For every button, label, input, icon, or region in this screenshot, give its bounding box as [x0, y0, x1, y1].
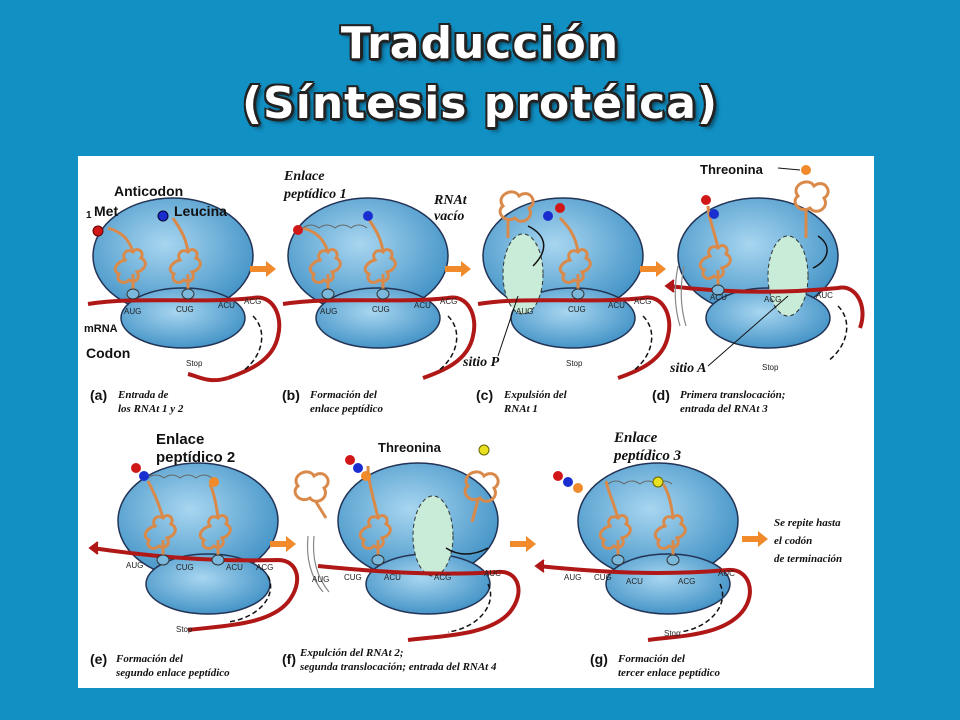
- panel-g-caption-1: Formación del: [617, 653, 686, 665]
- codon-aug-f: AUG: [312, 575, 329, 584]
- label-sitio-a: sitio A: [669, 361, 706, 376]
- panel-f: Threonina AUG CUG ACU ACG AUC (f) Expulc…: [282, 440, 521, 673]
- label-enlace-3: Enlace: [613, 430, 658, 446]
- codon-aug-e: AUG: [126, 561, 143, 570]
- stop-d: Stop: [762, 363, 779, 372]
- label-enlace-1: Enlace: [283, 169, 324, 184]
- panel-c-caption-1: Expulsión del: [503, 389, 568, 401]
- codon-acu-d: ACU: [710, 293, 727, 302]
- label-peptidico-2: peptídico 2: [156, 449, 235, 466]
- panel-e-caption-2: segundo enlace peptídico: [115, 667, 230, 679]
- arrow-repeat-icon: [742, 531, 768, 547]
- panel-a-caption-1: Entrada de: [117, 389, 169, 401]
- codon-acu-f: ACU: [384, 573, 401, 582]
- arrow-c-d-icon: [640, 261, 666, 277]
- panel-d-caption-2: entrada del RNAt 3: [680, 403, 768, 415]
- panel-c-caption-2: RNAt 1: [503, 403, 538, 415]
- panel-b-caption-2: enlace peptídico: [310, 403, 384, 415]
- label-met: Met: [94, 203, 118, 219]
- panel-f-caption-1: Expulción del RNAt 2;: [299, 647, 404, 659]
- title-line-2: (Síntesis protéica): [241, 78, 719, 129]
- codon-cug-g: CUG: [594, 573, 612, 582]
- arrow-b-c-icon: [445, 261, 471, 277]
- panel-b-letter: (b): [282, 387, 300, 403]
- panel-a: Anticodon Met 1 Leucina mRNA Codon AUG C…: [84, 183, 282, 415]
- panel-d: Threonina sitio A ACU ACG AUC Stop (d) P…: [652, 162, 865, 415]
- diagram-panel: Anticodon Met 1 Leucina mRNA Codon AUG C…: [78, 156, 874, 688]
- codon-acu-b: ACU: [414, 301, 431, 310]
- panel-a-caption-2: los RNAt 1 y 2: [118, 403, 184, 415]
- codon-acg-c: ACG: [634, 297, 651, 306]
- label-peptidico-1: peptídico 1: [283, 187, 347, 202]
- codon-auc-f: AUC: [484, 569, 501, 578]
- arrow-a-b-icon: [250, 261, 276, 277]
- arrow-e-f-icon: [270, 536, 296, 552]
- panel-g-letter: (g): [590, 651, 608, 667]
- title-line-1: Traducción: [340, 18, 620, 69]
- label-peptidico-3: peptídico 3: [612, 448, 682, 464]
- codon-acg-e: ACG: [256, 563, 273, 572]
- panel-e-letter: (e): [90, 651, 107, 667]
- codon-acg-f: ACG: [434, 573, 451, 582]
- label-enlace-2: Enlace: [156, 431, 204, 448]
- panel-a-letter: (a): [90, 387, 107, 403]
- label-num1: 1: [86, 210, 92, 221]
- panel-e: Enlace peptídico 2 AUG CUG ACU ACG Stop …: [88, 431, 299, 679]
- panel-b-caption-1: Formación del: [309, 389, 378, 401]
- arrow-f-g-icon: [510, 536, 536, 552]
- codon-acg-d: ACG: [764, 295, 781, 304]
- codon-aug-g: AUG: [564, 573, 581, 582]
- repeat-line-2: el codón: [774, 535, 812, 547]
- codon-aug-b: AUG: [320, 307, 337, 316]
- stop-e: Stop: [176, 625, 193, 634]
- codon-acg-g: ACG: [678, 577, 695, 586]
- codon-acu-g: ACU: [626, 577, 643, 586]
- panel-c-letter: (c): [476, 387, 493, 403]
- codon-cug-f: CUG: [344, 573, 362, 582]
- codon-cug-e: CUG: [176, 563, 194, 572]
- label-codon: Codon: [86, 345, 130, 361]
- panel-c: RNAt vacío sitio P AUG CUG ACU ACG Stop …: [433, 190, 672, 415]
- panel-g-caption-2: tercer enlace peptídico: [618, 667, 721, 679]
- codon-aug-a: AUG: [124, 307, 141, 316]
- label-threonina-f: Threonina: [378, 440, 442, 455]
- translation-diagram: Anticodon Met 1 Leucina mRNA Codon AUG C…: [84, 162, 865, 679]
- label-sitio-p: sitio P: [462, 355, 500, 370]
- panel-d-letter: (d): [652, 387, 670, 403]
- panel-b: Enlace peptídico 1 AUG CUG ACU ACG (b) F…: [282, 169, 477, 415]
- label-leucina: Leucina: [174, 203, 227, 219]
- panel-f-caption-2: segunda translocación; entrada del RNAt …: [299, 661, 497, 673]
- codon-cug-b: CUG: [372, 305, 390, 314]
- codon-aug-c: AUG: [516, 307, 533, 316]
- label-rnat: RNAt: [433, 193, 468, 208]
- stop-g: Stop: [664, 629, 681, 638]
- panel-d-caption-1: Primera translocación;: [680, 389, 785, 401]
- repeat-line-3: de terminación: [774, 553, 842, 565]
- panel-g: Enlace peptídico 3 AUG CUG ACU ACG AUC S…: [534, 430, 752, 679]
- panel-f-letter: (f): [282, 651, 296, 667]
- label-mrna: mRNA: [84, 323, 118, 335]
- repeat-line-1: Se repite hasta: [774, 517, 841, 529]
- leucina-amino-acid-icon: [157, 210, 169, 222]
- codon-cug-a: CUG: [176, 305, 194, 314]
- codon-acg-a: ACG: [244, 297, 261, 306]
- met-amino-acid-icon: [92, 225, 104, 237]
- codon-auc-d: AUC: [816, 291, 833, 300]
- stop-c: Stop: [566, 359, 583, 368]
- codon-acu-a: ACU: [218, 301, 235, 310]
- codon-acg-b: ACG: [440, 297, 457, 306]
- codon-acu-c: ACU: [608, 301, 625, 310]
- label-vacio: vacío: [434, 209, 464, 224]
- codon-auc-g: AUC: [718, 569, 735, 578]
- panel-e-caption-1: Formación del: [115, 653, 184, 665]
- label-threonina-d: Threonina: [700, 162, 764, 177]
- codon-acu-e: ACU: [226, 563, 243, 572]
- codon-cug-c: CUG: [568, 305, 586, 314]
- stop-a: Stop: [186, 359, 203, 368]
- label-anticodon: Anticodon: [114, 183, 183, 199]
